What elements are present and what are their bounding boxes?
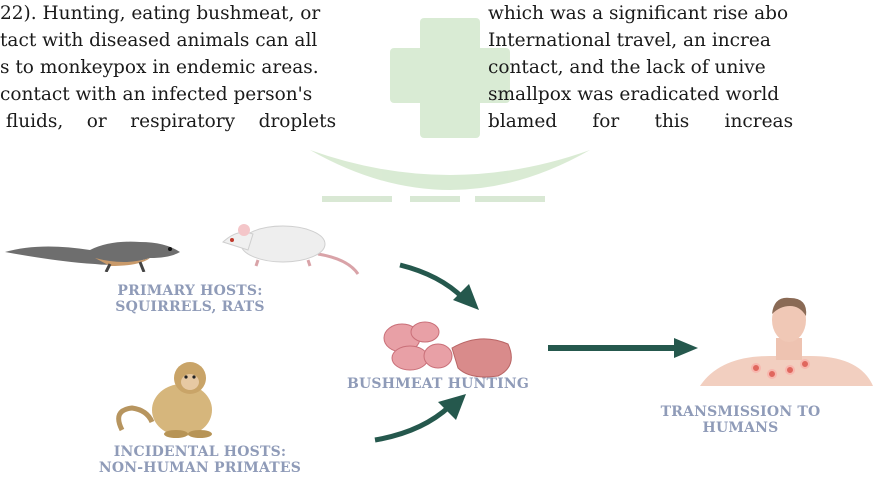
caption-line: HUMANS <box>608 420 873 436</box>
text-line: blamed for this increas <box>488 108 873 135</box>
arrow-primates-to-hunting <box>372 392 472 444</box>
text-line: International travel, an increa <box>488 27 873 54</box>
caption-line: TRANSMISSION TO <box>608 404 873 420</box>
squirrel-icon <box>0 222 190 272</box>
rat-icon <box>218 214 363 276</box>
text-line: smallpox was eradicated world <box>488 81 873 108</box>
paragraph-left: 22). Hunting, eating bushmeat, or tact w… <box>0 0 400 135</box>
incidental-hosts-caption: INCIDENTAL HOSTS: NON-HUMAN PRIMATES <box>30 444 370 476</box>
bushmeat-hunting-caption: BUSHMEAT HUNTING <box>288 376 588 392</box>
arrow-to-humans <box>548 338 698 358</box>
human-patient-icon <box>700 296 873 386</box>
text-line: fluids, or respiratory droplets <box>0 108 400 135</box>
caption-line: SQUIRRELS, RATS <box>45 299 335 315</box>
primary-hosts-caption: PRIMARY HOSTS: SQUIRRELS, RATS <box>45 283 335 315</box>
caption-line: PRIMARY HOSTS: <box>45 283 335 299</box>
caption-line: INCIDENTAL HOSTS: <box>30 444 370 460</box>
text-line: 22). Hunting, eating bushmeat, or <box>0 0 400 27</box>
monkey-icon <box>112 360 227 440</box>
text-line: contact, and the lack of unive <box>488 54 873 81</box>
caption-line: NON-HUMAN PRIMATES <box>30 460 370 476</box>
paragraph-right: which was a significant rise abo Interna… <box>488 0 873 135</box>
text-line: contact with an infected person's <box>0 81 400 108</box>
text-line: tact with diseased animals can all <box>0 27 400 54</box>
intestines-organ-icon <box>380 318 520 380</box>
text-line: s to monkeypox in endemic areas. <box>0 54 400 81</box>
text-line: which was a significant rise abo <box>488 0 873 27</box>
caption-line: BUSHMEAT HUNTING <box>288 376 588 392</box>
arrow-hosts-to-hunting <box>395 260 490 315</box>
transmission-caption: TRANSMISSION TO HUMANS <box>608 404 873 436</box>
